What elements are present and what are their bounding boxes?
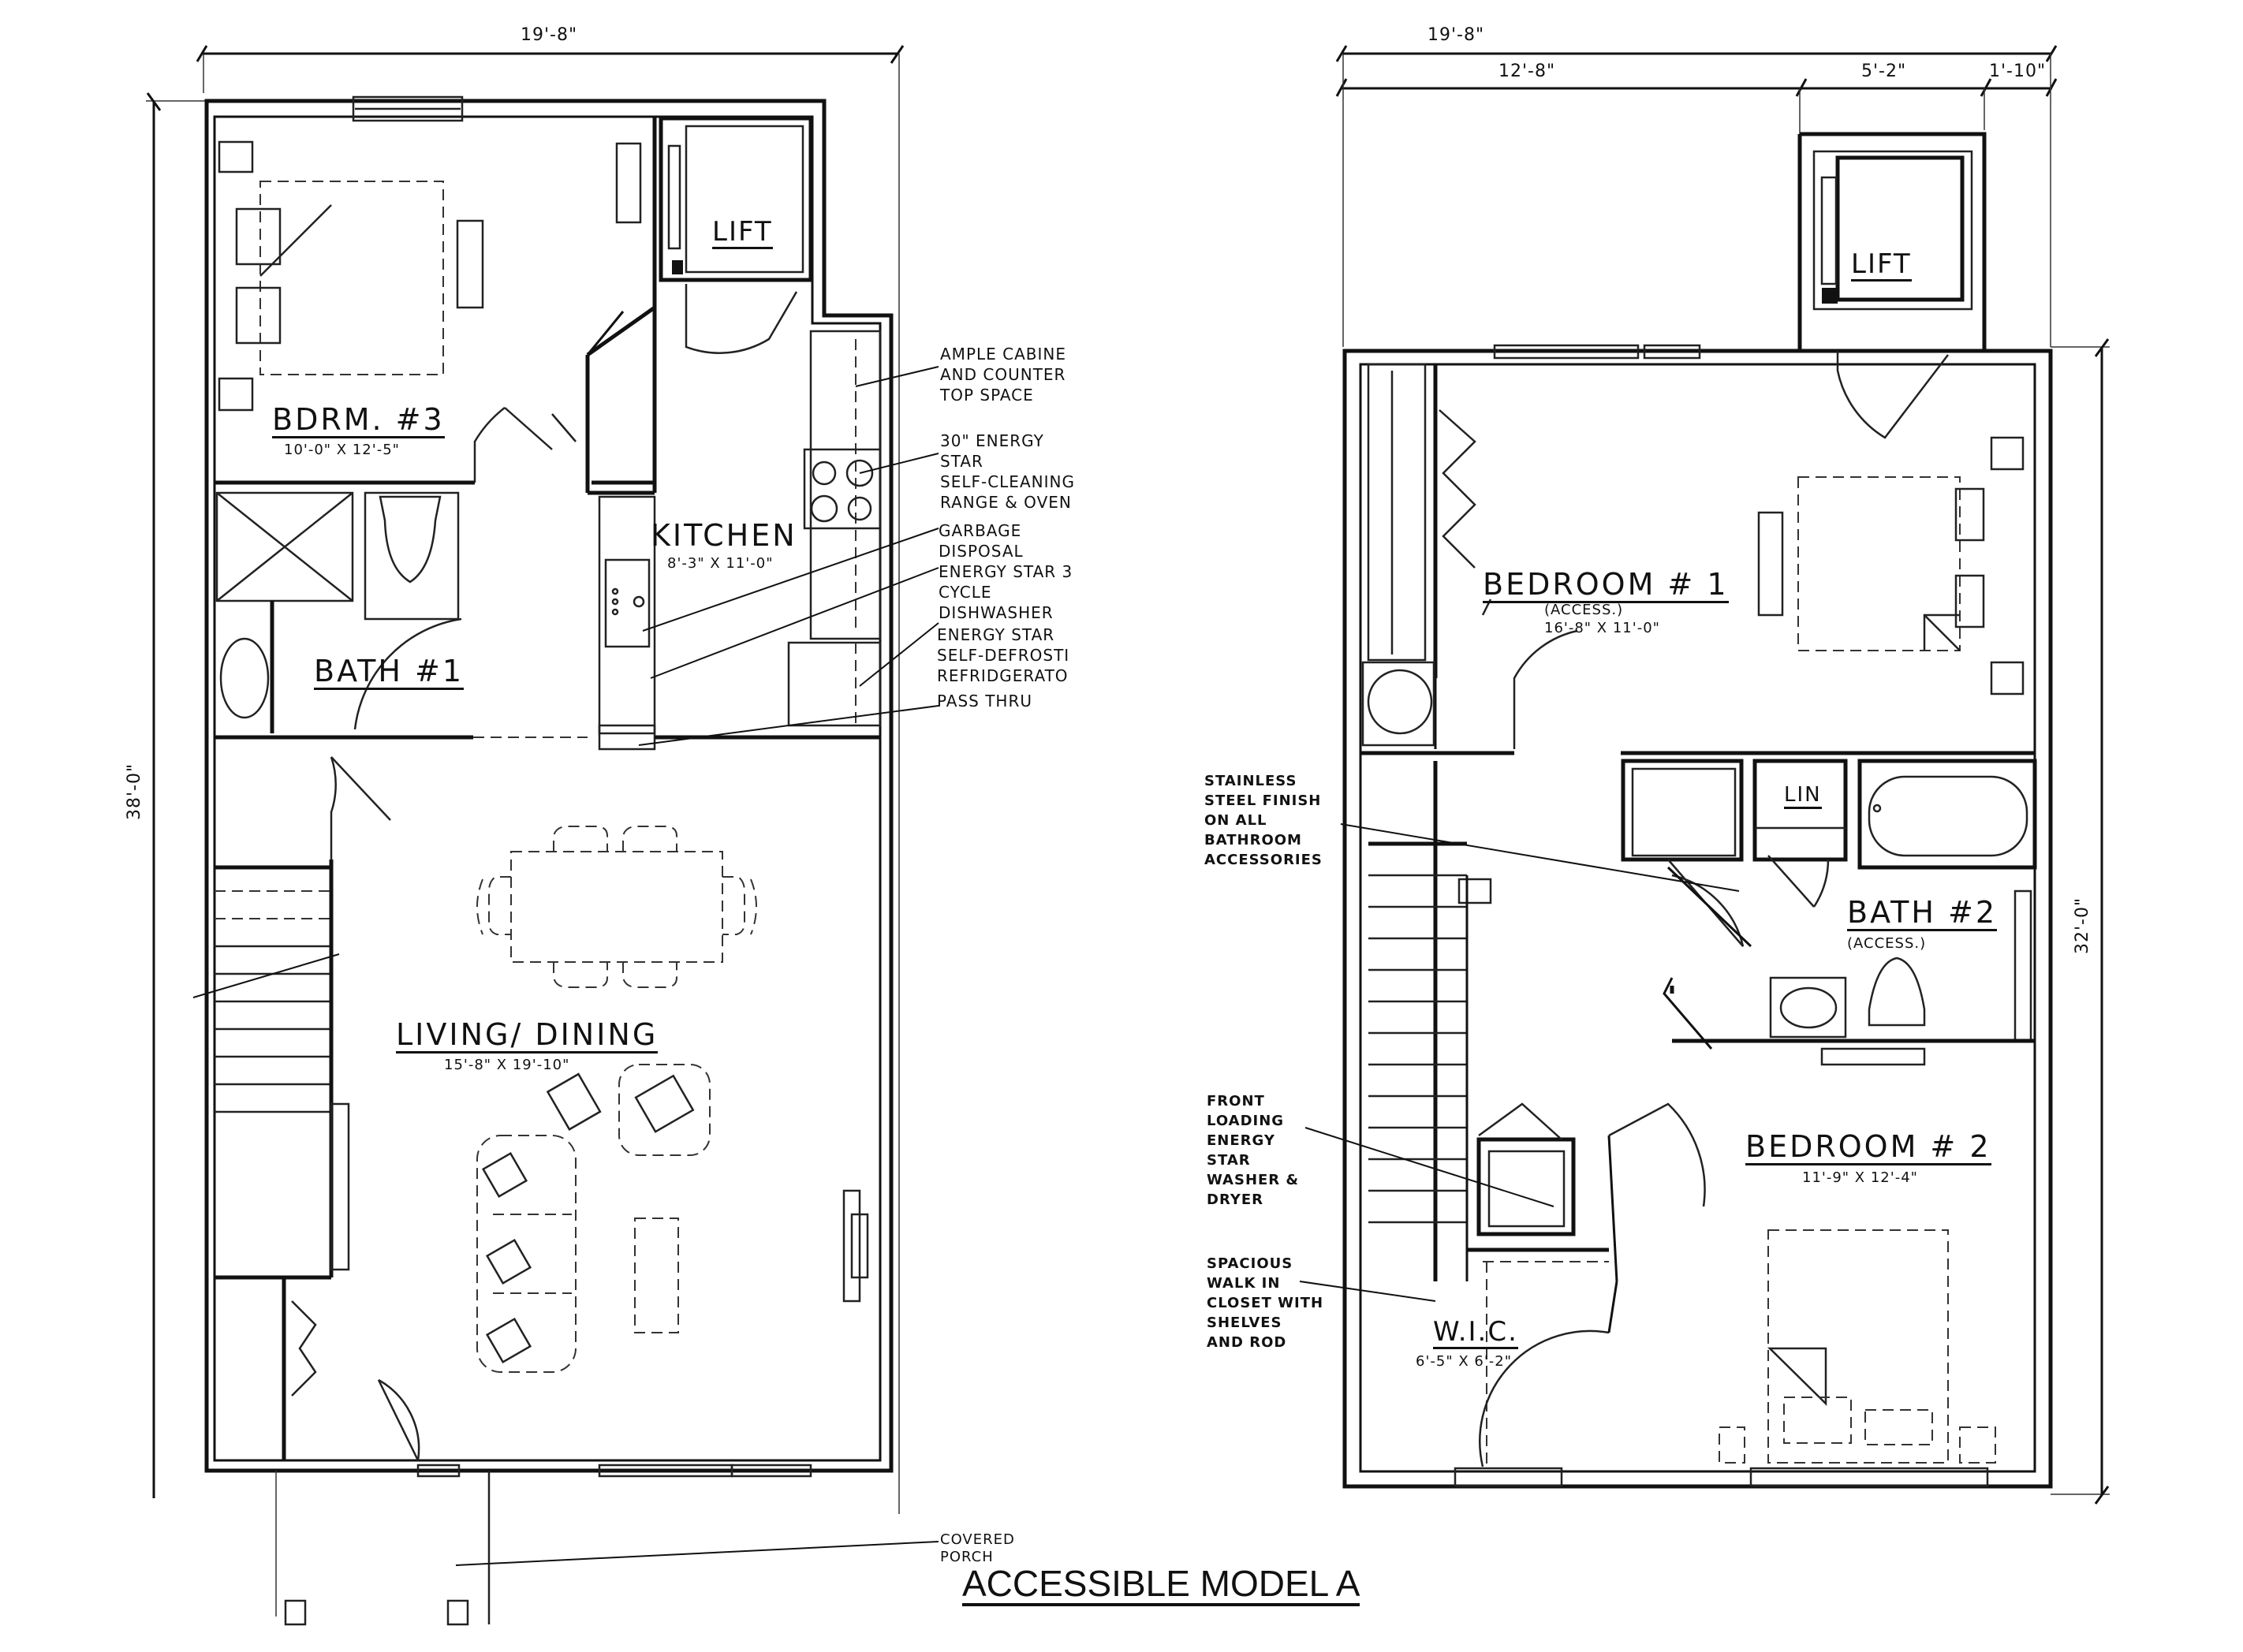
kitchen-size: 8'-3" X 11'-0": [667, 555, 774, 572]
note-stainless-accessories: STAINLESS STEEL FINISH ON ALL BATHROOM A…: [1204, 773, 1323, 868]
bath2-label: BATH #2: [1847, 895, 1997, 931]
note-pass-thru: PASS THRU: [937, 692, 1033, 710]
bedroom1-access-note: (ACCESS.): [1544, 602, 1624, 618]
living-dining-label: LIVING/ DINING: [396, 1017, 659, 1053]
plan-title: ACCESSIBLE MODEL A: [962, 1565, 1360, 1606]
first-floor-lift-label: LIFT: [712, 216, 773, 249]
first-floor-plan: [146, 45, 939, 1626]
bedroom3-size: 10'-0" X 12'-5": [284, 442, 400, 458]
first-floor-width-dimension: 19'-8": [521, 25, 578, 45]
note-walk-in-closet: SPACIOUS WALK IN CLOSET WITH SHELVES AND…: [1207, 1255, 1324, 1351]
note-washer-dryer: FRONT LOADING ENERGY STAR WASHER & DRYER: [1207, 1093, 1300, 1208]
second-floor-width-dimension: 19'-8": [1428, 25, 1485, 45]
second-floor-plan: [1299, 45, 2110, 1505]
second-floor-depth-dimension: 32'-0": [2073, 897, 2092, 954]
second-floor-segment-1: 12'-8": [1498, 62, 1556, 81]
second-floor-segment-3: 1'-10": [1989, 62, 2047, 81]
living-dining-size: 15'-8" X 19'-10": [444, 1057, 570, 1073]
second-floor-segment-2: 5'-2": [1861, 62, 1907, 81]
wic-size: 6'-5" X 6'-2": [1416, 1353, 1513, 1370]
linen-closet-label: LIN: [1784, 785, 1822, 809]
note-covered-porch: COVERED PORCH: [940, 1531, 1015, 1565]
note-range: 30" ENERGY STAR SELF-CLEANING RANGE & OV…: [940, 431, 1075, 512]
bedroom3-label: BDRM. #3: [272, 402, 445, 438]
bath1-label: BATH #1: [314, 654, 464, 690]
kitchen-label: KITCHEN: [651, 518, 797, 553]
bedroom2-label: BEDROOM # 2: [1745, 1129, 1991, 1165]
first-floor-depth-dimension: 38'-0": [125, 763, 144, 820]
bedroom1-label: BEDROOM # 1: [1483, 567, 1729, 603]
bath2-access-note: (ACCESS.): [1847, 935, 1927, 952]
bedroom1-size: 16'-8" X 11'-0": [1544, 620, 1660, 636]
note-refrigerator: ENERGY STAR SELF-DEFROSTI REFRIDGERATO: [937, 625, 1070, 685]
note-dishwasher: ENERGY STAR 3 CYCLE DISHWASHER: [939, 562, 1073, 622]
note-cabinets: AMPLE CABINE AND COUNTER TOP SPACE: [940, 345, 1066, 405]
note-disposal: GARBAGE DISPOSAL: [939, 521, 1024, 561]
second-floor-lift-label: LIFT: [1851, 248, 1912, 282]
wic-label: W.I.C.: [1433, 1316, 1518, 1349]
bedroom2-size: 11'-9" X 12'-4": [1802, 1169, 1918, 1186]
